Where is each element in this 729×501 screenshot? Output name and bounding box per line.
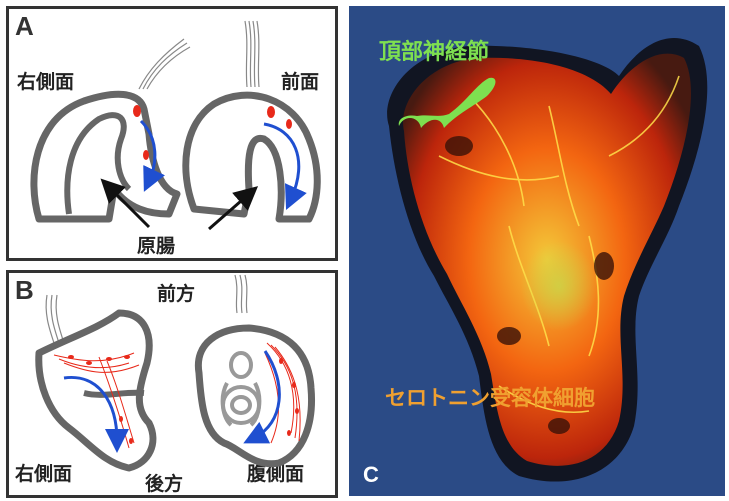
apical-tuft-b-right [235, 275, 247, 313]
panel-a: A 右側面 前面 原腸 [6, 6, 338, 261]
red-cell-a4 [286, 119, 292, 129]
panel-b-illustration [9, 273, 341, 501]
apical-tuft-b-left [46, 295, 64, 343]
red-cell-a1 [133, 105, 141, 117]
panel-a-illustration [9, 9, 341, 264]
apical-tuft-right [245, 21, 259, 87]
apical-ganglion-label: 頂部神経節 [379, 34, 489, 66]
apical-tuft-left [139, 39, 190, 89]
red-cell-a2 [143, 150, 149, 160]
fluorescence-larva [349, 6, 725, 496]
neuron-network-b-left [54, 353, 139, 448]
gut-autofluorescence [521, 241, 597, 331]
serotonin-receptor-cells-label: セロトニン受容体細胞 [385, 382, 595, 412]
panel-b: B 前方 右側面 後方 腹側面 [6, 270, 338, 498]
panel-c-label: C [363, 462, 379, 488]
larva-b-inner-fold [84, 393, 144, 395]
panel-c-fluorescence-image: 頂部神経節 セロトニン受容体細胞 C [349, 6, 725, 496]
red-cell-a3 [267, 106, 275, 118]
gut-rings-b [223, 353, 260, 425]
